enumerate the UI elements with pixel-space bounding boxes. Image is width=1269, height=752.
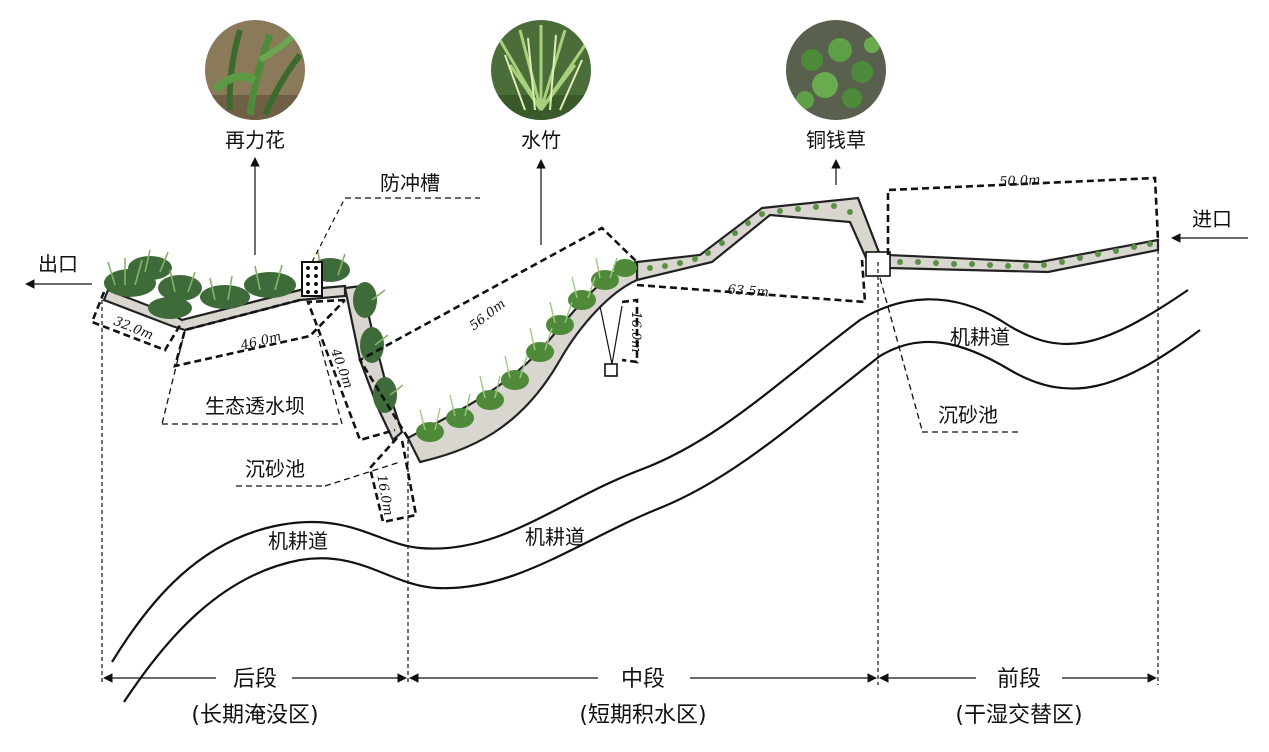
- dim-16m-left: 16.0m: [373, 474, 395, 517]
- eco-dam-leader-right: [317, 335, 343, 425]
- canna-plant-photo: [205, 20, 305, 120]
- dim-63-5m: 63.5m: [727, 283, 769, 301]
- plant-name-canna: 再力花: [225, 128, 285, 152]
- sediment-left-label: 沉砂池: [245, 457, 305, 481]
- dim-50m: 50.0m: [999, 173, 1041, 190]
- inlet-label: 进口: [1192, 207, 1232, 231]
- pennywort-photo: [786, 20, 886, 120]
- section-front-zone: (干湿交替区): [955, 703, 1082, 728]
- anti-scour-leader: [311, 197, 346, 263]
- eco-dam-label: 生态透水坝: [205, 394, 305, 418]
- eco-dam-leader-left: [161, 329, 186, 425]
- farm-road-lower-edge: [123, 329, 1201, 703]
- dimension-lines: [90, 176, 1160, 524]
- dim-32m: 32.0m: [111, 314, 155, 343]
- farm-road-label-mid: 机耕道: [525, 525, 585, 549]
- sediment-left-leader: [324, 461, 401, 487]
- farm-road-upper-edge: [111, 289, 1189, 663]
- sediment-right-leader: [879, 277, 923, 431]
- farm-road-label-left: 机耕道: [268, 529, 328, 553]
- sediment-right-label: 沉砂池: [938, 403, 998, 427]
- section-mid-zone: (短期积水区): [579, 703, 706, 728]
- section-front-name: 前段: [997, 667, 1041, 692]
- anti-scour-stones: [306, 266, 318, 294]
- section-mid-name: 中段: [621, 667, 665, 692]
- water-bamboo-photo: [491, 20, 591, 120]
- farm-road-label-right: 机耕道: [950, 325, 1010, 349]
- dim-46m: 46.0m: [238, 329, 283, 354]
- anti-scour-trough: [301, 261, 323, 297]
- dim-16m-mid: 16.0m: [628, 311, 643, 352]
- plant-name-pennywort: 铜钱草: [806, 128, 866, 152]
- section-back-name: 后段: [233, 667, 277, 692]
- section-back-zone: (长期淹没区): [191, 703, 318, 728]
- plant-name-water-bamboo: 水竹: [521, 128, 561, 152]
- sediment-box-mid: [604, 363, 618, 377]
- anti-scour-label: 防冲槽: [380, 171, 440, 195]
- dim-56m: 56.0m: [467, 297, 509, 334]
- outlet-label: 出口: [38, 252, 78, 276]
